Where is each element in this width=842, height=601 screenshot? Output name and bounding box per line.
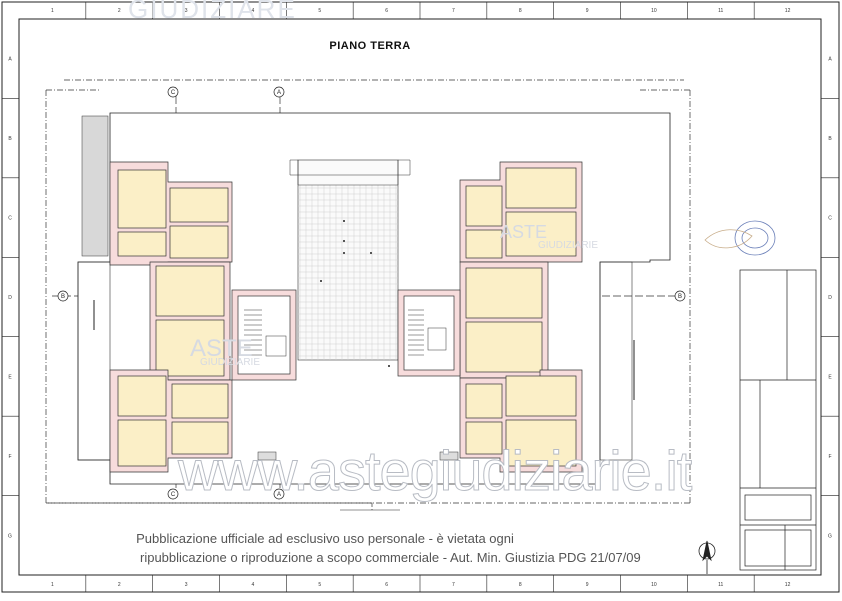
section-marker-label: B bbox=[678, 294, 682, 300]
section-marker bbox=[167, 488, 179, 500]
grid-col-label: 12 bbox=[785, 582, 791, 588]
grid-row-label: D bbox=[828, 295, 832, 301]
grid-col-label: 2 bbox=[118, 582, 121, 588]
grid-col-label: 10 bbox=[651, 582, 657, 588]
watermark-aste-left: ASTE bbox=[190, 335, 253, 362]
grid-col-label: 3 bbox=[185, 8, 188, 14]
side-portico-right bbox=[599, 261, 633, 461]
grid-col-label: 1 bbox=[51, 582, 54, 588]
stairwells bbox=[244, 309, 447, 357]
grid-col-label: 3 bbox=[185, 582, 188, 588]
grid-row-label: A bbox=[828, 57, 832, 63]
grid-col-label: 2 bbox=[118, 8, 121, 14]
right-apartments bbox=[397, 161, 583, 473]
section-marker bbox=[57, 290, 69, 302]
watermark-top: GIUDIZIARE bbox=[128, 0, 297, 24]
grid-col-label: 8 bbox=[519, 8, 522, 14]
section-marker-label: A bbox=[277, 492, 281, 498]
publication-notice-line2: ripubblicazione o riproduzione a scopo c… bbox=[140, 550, 641, 565]
grid-row-label: E bbox=[8, 374, 12, 380]
grid-col-label: 8 bbox=[519, 582, 522, 588]
grid-row-label: C bbox=[828, 216, 832, 222]
courtyard-grid bbox=[298, 185, 398, 360]
grid-col-label: 12 bbox=[785, 8, 791, 14]
grid-col-label: 11 bbox=[718, 582, 723, 588]
section-marker bbox=[273, 488, 285, 500]
courtyard-points bbox=[320, 220, 390, 367]
grid-col-label: 11 bbox=[718, 8, 723, 14]
grid-col-label: 9 bbox=[586, 582, 589, 588]
watermark-giudiziarie-left: GIUDIZIARIE bbox=[200, 357, 261, 368]
grid-col-label: 5 bbox=[318, 8, 321, 14]
watermark-aste-right: ASTE bbox=[500, 222, 548, 242]
grid-row-label: B bbox=[8, 136, 12, 142]
north-arrow bbox=[698, 540, 716, 574]
grid-col-label: 7 bbox=[452, 582, 455, 588]
grid-row-label: G bbox=[8, 533, 12, 539]
section-marker bbox=[674, 290, 686, 302]
section-marker-label: A bbox=[277, 90, 281, 96]
title-block bbox=[739, 269, 817, 571]
grid-col-label: 10 bbox=[651, 8, 657, 14]
section-marker bbox=[167, 86, 179, 98]
grid-col-label: 5 bbox=[318, 582, 321, 588]
watermark-url: www.astegiudiziarie.it bbox=[177, 439, 692, 503]
grid-col-label: 7 bbox=[452, 8, 455, 14]
section-marker-label: C bbox=[171, 492, 176, 498]
grid-col-label: 4 bbox=[252, 582, 255, 588]
hatched-block bbox=[81, 115, 109, 257]
drawing-title: PIANO TERRA bbox=[329, 40, 411, 52]
grid-row-label: F bbox=[828, 454, 831, 460]
publication-notice-line1: Pubblicazione ufficiale ad esclusivo uso… bbox=[136, 531, 514, 546]
side-portico-left bbox=[77, 261, 111, 461]
grid-col-label: 6 bbox=[385, 8, 388, 14]
grid-ticks bbox=[2, 2, 839, 592]
watermark-giudiziarie-right: GIUDIZIARIE bbox=[538, 240, 599, 251]
stamp bbox=[704, 220, 776, 256]
grid-col-label: 6 bbox=[385, 582, 388, 588]
courtyard-top bbox=[289, 159, 411, 186]
grid-row-label: F bbox=[8, 454, 11, 460]
section-marker bbox=[273, 86, 285, 98]
grid-col-label: 1 bbox=[51, 8, 54, 14]
grid-col-label: 9 bbox=[586, 8, 589, 14]
section-marker-label: C bbox=[171, 90, 176, 96]
left-apartments bbox=[109, 161, 297, 473]
entrance-pad-left bbox=[257, 451, 277, 461]
grid-row-label: E bbox=[828, 374, 832, 380]
grid-col-label: 4 bbox=[252, 8, 255, 14]
entrance-pad-right bbox=[439, 451, 459, 461]
grid-row-label: A bbox=[8, 57, 12, 63]
section-marker-label: B bbox=[61, 294, 65, 300]
grid-row-label: G bbox=[828, 533, 832, 539]
level-arrows bbox=[93, 300, 635, 511]
property-boundary bbox=[45, 79, 691, 512]
grid-row-label: B bbox=[828, 136, 832, 142]
grid-row-label: D bbox=[8, 295, 12, 301]
section-markers: C A C A B B bbox=[57, 86, 686, 500]
grid-row-label: C bbox=[8, 216, 12, 222]
